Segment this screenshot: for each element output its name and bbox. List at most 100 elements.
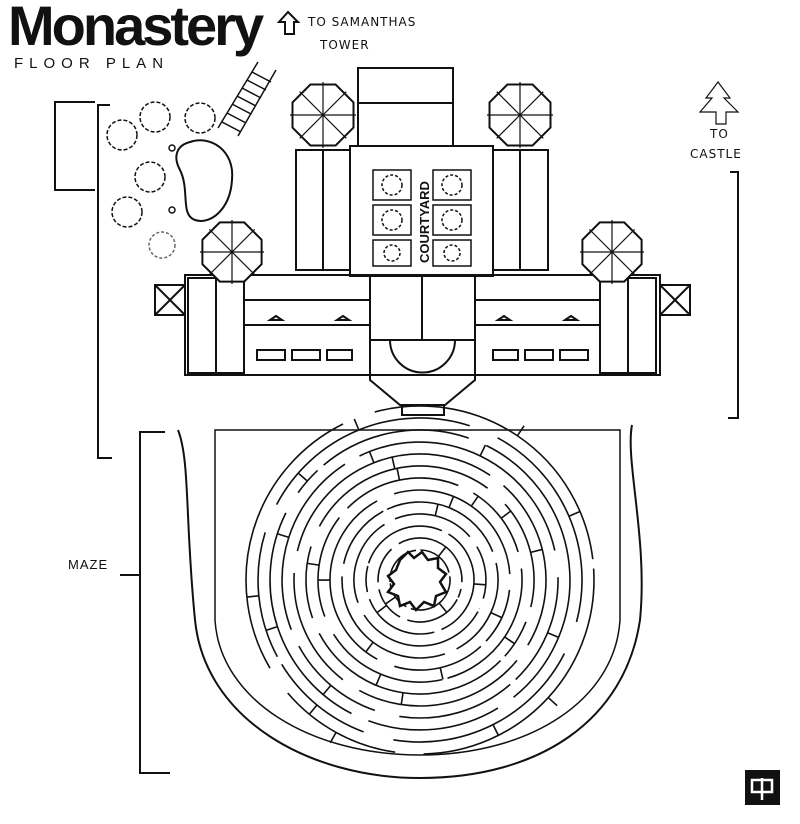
maze-wall [568, 510, 581, 517]
maze-wall [438, 602, 448, 613]
maze-wall [265, 625, 278, 632]
maze-wall [329, 500, 378, 660]
maze-wall [448, 496, 455, 508]
maze-wall [547, 632, 559, 639]
maze-wall [346, 477, 459, 509]
maze-wall [375, 673, 382, 686]
maze-wall [353, 523, 385, 603]
garden-trees [106, 101, 216, 259]
maze-wall [281, 663, 364, 733]
to-tower-label[interactable]: TO SAMANTHAS [308, 15, 417, 29]
maze-wall [323, 429, 469, 466]
maze-wall [318, 465, 489, 527]
maze-wall [472, 492, 519, 553]
maze-wall [353, 418, 360, 431]
maze-wall [368, 598, 435, 635]
maze-wall [393, 489, 511, 575]
courtyard-label: COURTYARD [417, 181, 432, 263]
maze-wall [245, 423, 344, 669]
maze-wall [297, 472, 308, 482]
maze-wall [504, 503, 535, 608]
maze-wall [500, 510, 512, 519]
logo-icon [745, 770, 780, 805]
tower [580, 220, 644, 284]
maze-wall [492, 724, 500, 736]
maze-wall [367, 525, 443, 564]
maze-wall [378, 589, 401, 618]
maze-wall [400, 692, 404, 705]
maze-wall [277, 532, 289, 539]
maze-label: MAZE [68, 557, 109, 572]
maze-wall [473, 583, 486, 586]
maze-wall [389, 583, 407, 608]
maze-wall [358, 659, 518, 707]
to-castle-label-2[interactable]: CASTLE [690, 147, 742, 161]
maze-wall [368, 451, 375, 464]
courtyard-planters [372, 169, 472, 267]
maze-wall [329, 732, 337, 744]
maze-wall [308, 704, 318, 715]
maze-wall [363, 611, 479, 647]
maze-center-bush [386, 550, 448, 612]
maze-wall [318, 632, 502, 695]
maze-wall [246, 595, 259, 598]
maze-wall [307, 562, 320, 566]
bracket-castle [728, 171, 739, 419]
tree-arrow-icon[interactable] [698, 81, 740, 125]
maze-wall [341, 576, 446, 659]
maze-wall [332, 633, 443, 683]
maze-wall [470, 495, 479, 507]
maze-wall [479, 444, 487, 457]
maze-wall [530, 548, 543, 554]
maze-wall [497, 437, 583, 623]
maze-wall [368, 707, 499, 731]
maze-wall [359, 441, 556, 551]
maze-wall [399, 683, 511, 719]
to-castle-label[interactable]: TO [710, 127, 729, 141]
maze-wall [394, 513, 471, 538]
tower [200, 220, 264, 284]
maze-wall [502, 485, 547, 646]
maze-wall [269, 512, 352, 715]
maze-wall [287, 692, 396, 753]
maze-wall [457, 588, 462, 598]
maze-wall [365, 641, 374, 653]
maze-wall [386, 501, 494, 552]
maze-wall [257, 532, 279, 658]
maze-wall [377, 548, 393, 583]
maze-wall [391, 456, 396, 470]
maze-wall [441, 533, 475, 631]
up-arrow-icon[interactable] [276, 10, 301, 35]
stairs [217, 61, 277, 137]
maze-wall [504, 621, 527, 657]
maze-wall [298, 645, 376, 712]
bracket-garden [54, 101, 95, 191]
tower [290, 82, 356, 148]
page-subtitle: FLOOR PLAN [14, 55, 170, 72]
bracket-maze [120, 431, 170, 774]
maze-wall [365, 565, 369, 593]
maze-wall [516, 425, 525, 437]
maze-wall [342, 510, 384, 564]
pond [175, 139, 234, 222]
maze-wall [439, 667, 444, 680]
maze-outer-wall [177, 424, 643, 780]
maze-wall [293, 572, 344, 681]
maze-wall [504, 636, 516, 645]
maze-wall [305, 546, 314, 619]
maze-wall [547, 696, 558, 707]
main-hall [154, 67, 691, 416]
maze-wall [394, 645, 482, 671]
maze-wall [420, 549, 450, 573]
to-tower-label-2[interactable]: TOWER [320, 38, 370, 52]
maze-wall [398, 537, 463, 583]
maze-wall [281, 463, 346, 630]
maze-wall [485, 444, 571, 698]
maze-wall [297, 469, 319, 494]
maze-wall [437, 546, 447, 557]
maze-wall [322, 684, 332, 696]
maze-wall [485, 589, 511, 642]
maze-wall [296, 453, 491, 552]
maze-wall [434, 503, 439, 516]
